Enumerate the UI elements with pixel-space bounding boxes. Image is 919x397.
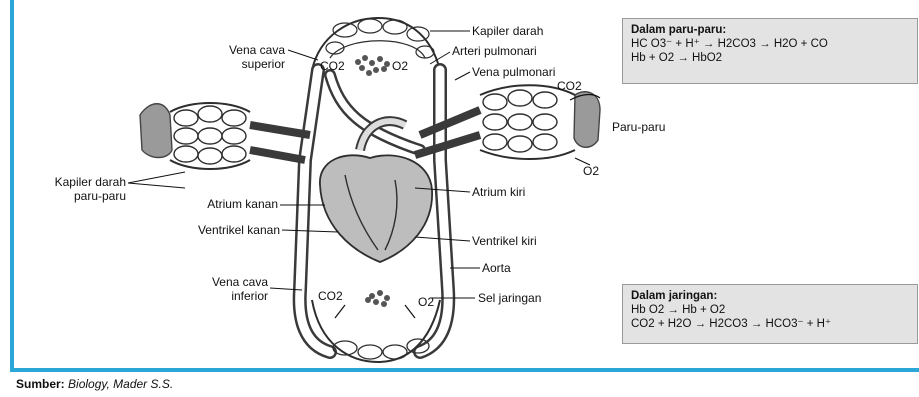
label-vena-cava-superior-2: superior — [200, 58, 285, 71]
o2-top-label: O2 — [392, 60, 408, 73]
o2-bottom-label: O2 — [418, 296, 434, 309]
box-lungs-line2: Hb + O2 → HbO2 — [631, 51, 909, 65]
box-lungs-title: Dalam paru-paru: — [631, 23, 909, 37]
label-kapiler-darah: Kapiler darah — [472, 25, 543, 38]
source-text: Biology, Mader S.S. — [68, 377, 173, 391]
label-vena-cava-superior-1: Vena cava — [200, 44, 285, 57]
box-tissue-line1: Hb O2 → Hb + O2 — [631, 303, 909, 317]
label-kapiler-paru-1: Kapiler darah — [20, 176, 126, 189]
source-caption: Sumber: Biology, Mader S.S. — [16, 377, 173, 391]
label-ventrikel-kanan: Ventrikel kanan — [140, 224, 280, 237]
box-lungs: Dalam paru-paru: HC O3⁻ + H⁺ → H2CO3 → H… — [622, 18, 918, 84]
label-atrium-kiri: Atrium kiri — [472, 186, 525, 199]
source-prefix: Sumber: — [16, 377, 65, 391]
label-kapiler-paru-2: paru-paru — [20, 190, 126, 203]
label-atrium-kanan: Atrium kanan — [160, 198, 278, 211]
label-vena-cava-inferior-1: Vena cava — [160, 276, 268, 289]
box-tissue: Dalam jaringan: Hb O2 → Hb + O2 CO2 + H2… — [622, 284, 918, 344]
label-aorta: Aorta — [482, 262, 511, 275]
co2-lung-label: CO2 — [557, 80, 582, 93]
o2-lung-label: O2 — [583, 165, 599, 178]
box-tissue-line2: CO2 + H2O → H2CO3 → HCO3⁻ + H⁺ — [631, 317, 909, 331]
label-sel-jaringan: Sel jaringan — [478, 292, 541, 305]
box-lungs-line1: HC O3⁻ + H⁺ → H2CO3 → H2O + CO — [631, 37, 909, 51]
lung-left — [140, 103, 310, 169]
label-paru-paru: Paru-paru — [612, 121, 665, 134]
box-tissue-title: Dalam jaringan: — [631, 289, 909, 303]
label-vena-pulmonari: Vena pulmonari — [472, 66, 555, 79]
label-arteri-pulmonari: Arteri pulmonari — [452, 45, 537, 58]
label-vena-cava-inferior-2: inferior — [160, 290, 268, 303]
co2-top-label: CO2 — [320, 60, 345, 73]
co2-bottom-label: CO2 — [318, 290, 343, 303]
label-ventrikel-kiri: Ventrikel kiri — [472, 235, 537, 248]
